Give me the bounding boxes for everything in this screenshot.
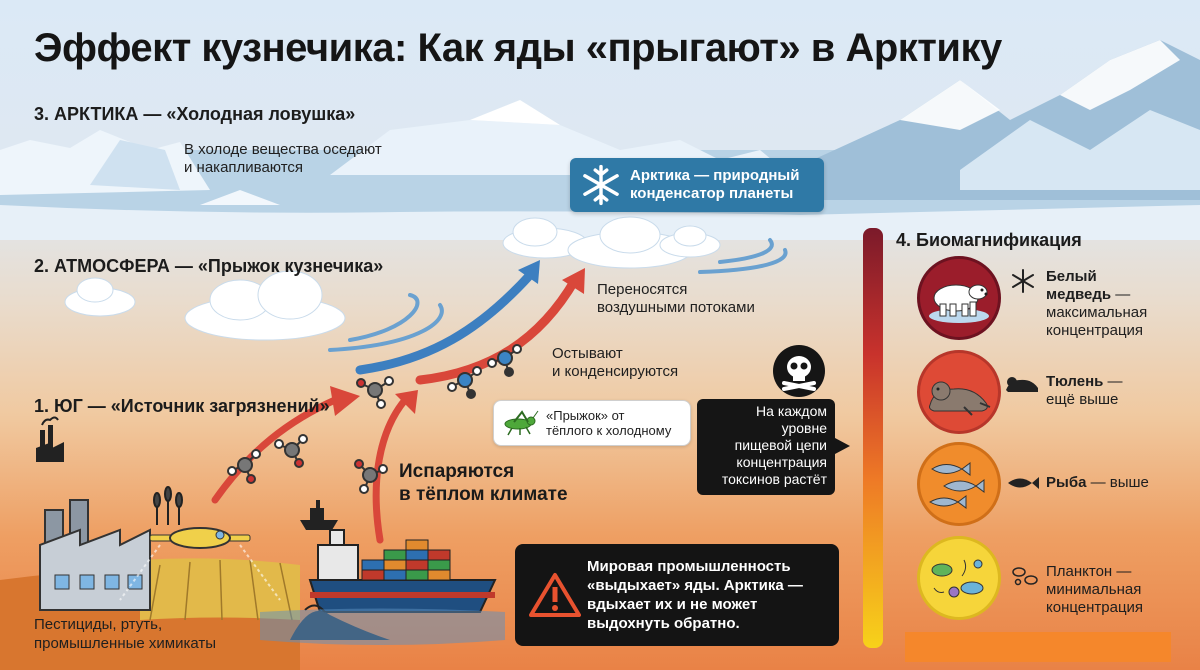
polar-bear-circle bbox=[917, 256, 1001, 340]
carried-line-1: Переносятся bbox=[597, 281, 688, 298]
arctic-condenser-badge: Арктика — природный конденсатор планеты bbox=[570, 158, 824, 212]
arctic-badge-line-1: Арктика — природный bbox=[630, 167, 800, 184]
cool-condense-text: Остывают и конденсируются bbox=[552, 345, 678, 381]
wind-swirls bbox=[328, 238, 788, 352]
chain-line-5: токсинов растёт bbox=[721, 471, 827, 487]
polar-bear-icon bbox=[929, 284, 989, 323]
fish-name: Рыба bbox=[1046, 474, 1087, 491]
seal-note-1: — bbox=[1103, 373, 1123, 390]
alert-box: Мировая промышленность «выдыхает» яды. А… bbox=[515, 544, 839, 646]
sources-line-2: промышленные химикаты bbox=[34, 635, 217, 652]
warning-icon bbox=[529, 573, 581, 617]
polar-bear-name-2: медведь bbox=[1046, 286, 1112, 303]
cool-line-2: и конденсируются bbox=[552, 363, 679, 380]
alert-line-3: вдыхает их и не может bbox=[587, 596, 758, 613]
arctic-badge-line-2: конденсатор планеты bbox=[630, 185, 794, 202]
concentration-gradient-bar bbox=[863, 228, 883, 648]
fish-label: Рыба — выше bbox=[1046, 474, 1149, 492]
factory-icon bbox=[39, 499, 151, 611]
bubble-line-1: «Прыжок» от bbox=[546, 408, 625, 423]
fish-school-icon bbox=[928, 462, 985, 509]
small-factory-icon bbox=[36, 416, 64, 462]
cool-line-1: Остывают bbox=[552, 345, 623, 362]
plankton-note-3: концентрация bbox=[1046, 599, 1144, 616]
evap-line-2: в тёплом климате bbox=[399, 484, 568, 505]
seal-circle bbox=[917, 350, 1001, 434]
food-chain-note: На каждом уровне пищевой цепи концентрац… bbox=[697, 399, 835, 495]
clouds bbox=[64, 216, 721, 341]
polar-bear-label: Белый медведь — максимальная концентраци… bbox=[1046, 268, 1200, 340]
arctic-heading: 3. АРКТИКА — «Холодная ловушка» bbox=[34, 104, 356, 124]
arctic-description: В холоде вещества оседают и накапливаютс… bbox=[184, 141, 382, 177]
polar-bear-name-1: Белый bbox=[1046, 268, 1097, 285]
plankton-note-1: — bbox=[1112, 563, 1132, 580]
carried-line-2: воздушными потоками bbox=[597, 299, 755, 316]
plankton-label: Планктон — минимальная концентрация bbox=[1046, 563, 1143, 617]
seal-small-icon bbox=[1006, 377, 1038, 392]
evaporate-text: Испаряются в тёплом климате bbox=[399, 460, 568, 506]
chain-line-1: На каждом bbox=[756, 403, 827, 419]
plankton-name: Планктон bbox=[1046, 563, 1113, 580]
atmosphere-heading: 2. АТМОСФЕРА — «Прыжок кузнечика» bbox=[34, 256, 384, 276]
evap-line-1: Испаряются bbox=[399, 461, 515, 482]
alert-line-1: Мировая промышленность bbox=[587, 558, 791, 575]
plankton-circle bbox=[917, 536, 1001, 620]
crop-field bbox=[140, 558, 300, 620]
skull-crossbones-icon bbox=[773, 345, 825, 397]
biomag-heading: 4. Биомагнификация bbox=[896, 230, 1082, 250]
south-heading: 1. ЮГ — «Источник загрязнений» bbox=[34, 396, 330, 416]
snowflake-icon bbox=[583, 164, 619, 206]
crop-duster-plane-icon bbox=[119, 527, 281, 601]
plankton-small-icon bbox=[1012, 567, 1038, 586]
small-ship-icon bbox=[300, 500, 338, 530]
pollutant-molecules bbox=[227, 344, 522, 494]
grasshopper-icon bbox=[504, 410, 539, 436]
plankton-note-2: минимальная bbox=[1046, 581, 1142, 598]
fish-circle bbox=[917, 442, 1001, 526]
chain-line-3: пищевой цепи bbox=[734, 437, 827, 453]
carried-by-air-text: Переносятся воздушными потоками bbox=[597, 281, 755, 317]
alert-label: Мировая промышленность «выдыхает» яды. А… bbox=[587, 557, 803, 633]
arctic-line-2: и накапливаются bbox=[184, 159, 304, 176]
seal-name: Тюлень bbox=[1046, 373, 1104, 390]
transport-arrows bbox=[211, 260, 585, 544]
chain-line-4: концентрация bbox=[736, 454, 827, 470]
fish-icon bbox=[1008, 477, 1039, 489]
seal-label: Тюлень — ещё выше bbox=[1046, 373, 1123, 409]
polar-bear-note-1: — максимальная bbox=[1046, 286, 1148, 321]
plankton-cluster-icon bbox=[931, 559, 984, 598]
wheat-icon bbox=[153, 486, 183, 525]
chain-line-2: уровне bbox=[781, 420, 827, 436]
sources-text: Пестициды, ртуть, промышленные химикаты bbox=[34, 615, 216, 653]
arctic-badge-label: Арктика — природный конденсатор планеты bbox=[630, 167, 799, 203]
bubble-label: «Прыжок» от тёплого к холодному bbox=[546, 408, 671, 438]
seal-icon bbox=[929, 381, 991, 416]
fish-note-1: — выше bbox=[1086, 474, 1149, 491]
snowflake-icon bbox=[1012, 269, 1034, 293]
alert-line-2: «выдыхает» яды. Арктика — bbox=[587, 577, 803, 594]
arctic-line-1: В холоде вещества оседают bbox=[184, 141, 382, 158]
sources-line-1: Пестициды, ртуть, bbox=[34, 616, 163, 633]
jump-speech-bubble: «Прыжок» от тёплого к холодному bbox=[493, 400, 691, 446]
page-title: Эффект кузнечика: Как яды «прыгают» в Ар… bbox=[34, 26, 1002, 70]
bubble-line-2: тёплого к холодному bbox=[546, 423, 672, 438]
polar-bear-note-2: концентрация bbox=[1046, 322, 1144, 339]
bottom-strip bbox=[905, 632, 1171, 662]
alert-line-4: выдохнуть обратно. bbox=[587, 615, 740, 632]
seal-note-2: ещё выше bbox=[1046, 391, 1119, 408]
